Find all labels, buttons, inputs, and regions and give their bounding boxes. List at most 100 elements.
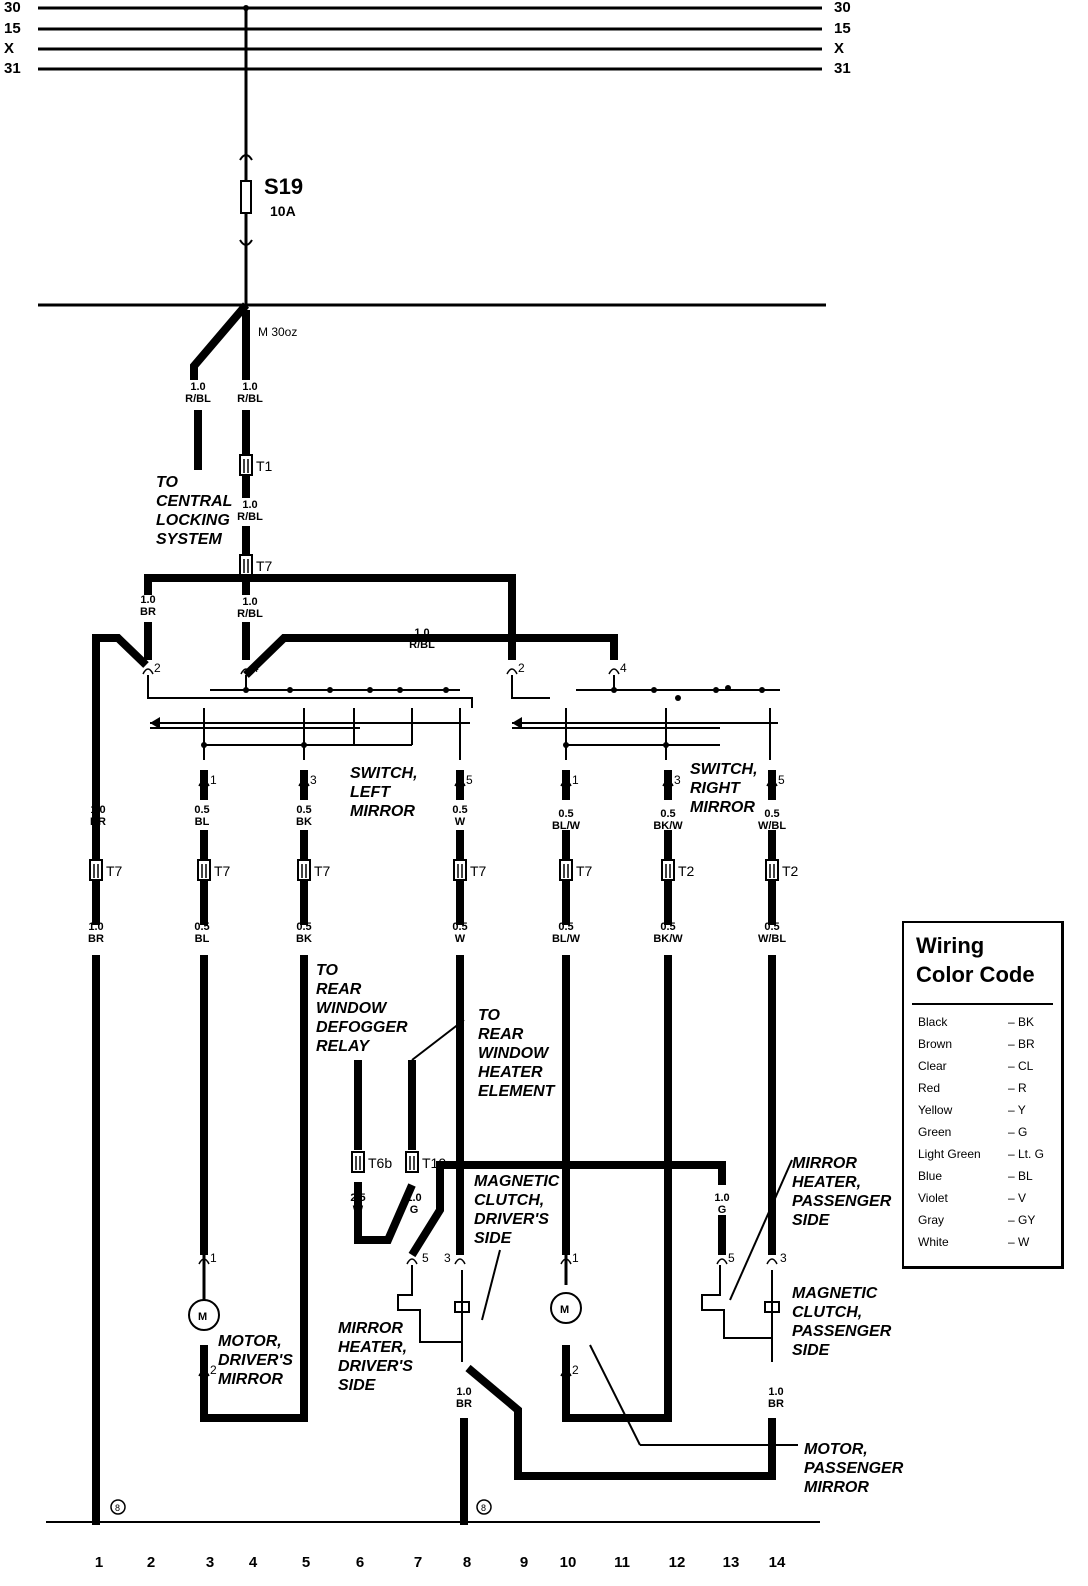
column-number: 7: [414, 1554, 422, 1571]
connector: T7: [197, 859, 231, 881]
connector-label: T7: [470, 863, 487, 879]
legend-color-code: – W: [1008, 1235, 1030, 1249]
connector-label: T10: [422, 1155, 446, 1171]
legend-color-name: Red: [918, 1081, 941, 1095]
column-number: 5: [302, 1554, 310, 1571]
column-number: 12: [669, 1554, 686, 1571]
pin-number: 1: [210, 773, 217, 787]
legend-color-code: – R: [1008, 1081, 1027, 1095]
legend-row: Gray– GY: [918, 1213, 1058, 1233]
legend-row: Green– G: [918, 1125, 1058, 1145]
pin-number: 1: [210, 1251, 217, 1265]
legend-color-name: Yellow: [918, 1103, 953, 1117]
components: M M 8 8: [110, 1159, 798, 1515]
column-number: 2: [147, 1554, 155, 1571]
connector: T6b: [351, 1151, 392, 1173]
legend-color-name: Light Green: [918, 1147, 981, 1161]
column-number: 14: [769, 1554, 786, 1571]
legend-color-code: – BR: [1008, 1037, 1035, 1051]
connector-label: T7: [314, 863, 331, 879]
connector-label: T7: [576, 863, 593, 879]
connector: T2: [765, 859, 799, 881]
pin-number: 3: [310, 773, 317, 787]
pin-number: 3: [444, 1251, 451, 1265]
main-wiring: [92, 302, 618, 815]
legend-color-code: – BK: [1008, 1015, 1035, 1029]
pin-number: 1: [572, 773, 579, 787]
legend-color-name: Blue: [918, 1169, 943, 1183]
legend-color-code: – CL: [1008, 1059, 1034, 1073]
legend-row: Violet– V: [918, 1191, 1058, 1211]
legend-color-name: Violet: [918, 1191, 948, 1205]
legend-title-line2: Color Code: [916, 962, 1035, 987]
pin-number: 2: [572, 1363, 579, 1377]
legend-row: Brown– BR: [918, 1037, 1058, 1057]
column-number: 9: [520, 1554, 528, 1571]
legend-color-code: – BL: [1008, 1169, 1033, 1183]
column-number: 4: [249, 1554, 258, 1571]
legend-color-name: Green: [918, 1125, 952, 1139]
connector: T1: [239, 454, 273, 476]
connector: T7: [453, 859, 487, 881]
connector-label: T2: [782, 863, 799, 879]
pin-number: 5: [728, 1251, 735, 1265]
bus-label-left-15: 15: [4, 20, 21, 37]
pin-number: 2: [210, 1363, 217, 1377]
pin-number: 5: [422, 1251, 429, 1265]
connector: T7: [297, 859, 331, 881]
branch-wires: [92, 770, 776, 1525]
pin-number: 5: [778, 773, 785, 787]
motor-passenger-m: M: [560, 1304, 569, 1316]
ground-point-label: M 30oz: [258, 325, 297, 339]
connector: T7: [559, 859, 593, 881]
fuse-name: S19: [264, 174, 303, 199]
legend-row: Black– BK: [918, 1015, 1058, 1035]
legend-color-code: – Y: [1008, 1103, 1026, 1117]
legend-title-line1: Wiring: [916, 933, 985, 958]
connector-label: T1: [256, 458, 273, 474]
pin-number: 3: [674, 773, 681, 787]
connector: T7: [239, 554, 273, 576]
connector-label: T7: [106, 863, 123, 879]
legend-row: Clear – CL: [918, 1059, 1058, 1079]
column-number: 3: [206, 1554, 214, 1571]
motor-driver-m: M: [198, 1311, 207, 1323]
pin-number: 4: [620, 661, 627, 675]
pin-number: 1: [572, 1251, 579, 1265]
pin-number: 3: [780, 1251, 787, 1265]
pin-number: 2: [518, 661, 525, 675]
legend-row: Yellow – Y: [918, 1103, 1058, 1123]
bus-bars: 30 15 X 31 30 15 X 31: [4, 0, 851, 77]
fuse-s19: S19 10A: [239, 5, 303, 305]
switch-left-mirror: [147, 675, 473, 760]
column-number: 10: [560, 1554, 577, 1571]
bus-label-left-31: 31: [4, 60, 21, 77]
legend-title: Wiring Color Code: [916, 931, 1035, 989]
fuse-rating: 10A: [270, 203, 296, 219]
legend-row: White– W: [918, 1235, 1058, 1255]
legend-color-name: Clear: [918, 1059, 947, 1073]
